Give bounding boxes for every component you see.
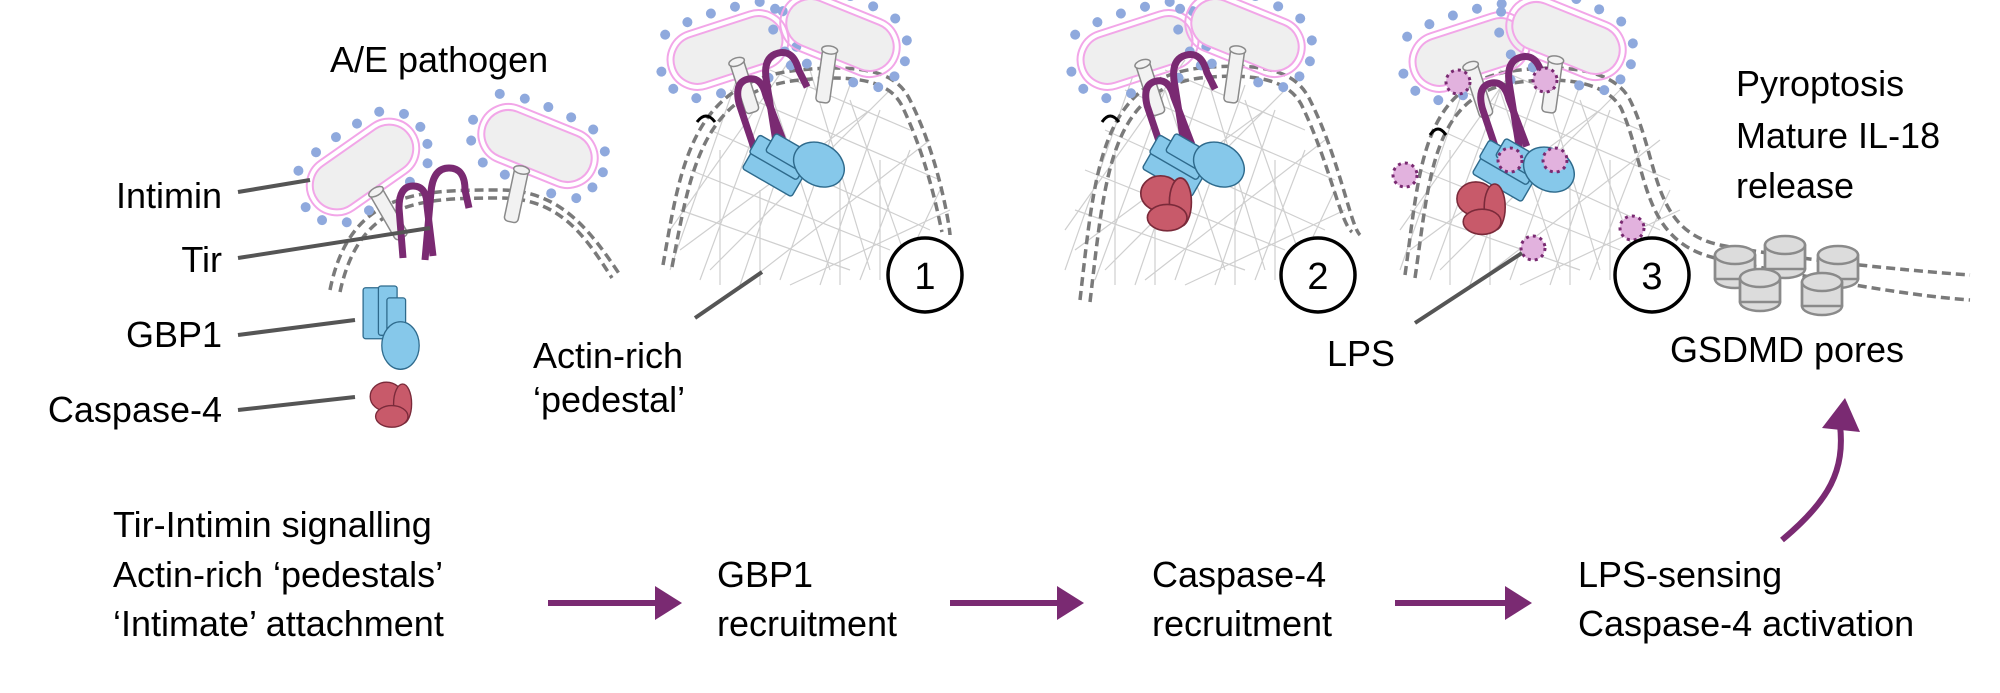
step-number-2: 2 xyxy=(1307,256,1328,298)
legend-label-tir: Tir xyxy=(181,239,222,280)
host-membrane xyxy=(661,66,952,266)
farnesyl-anchor-icon xyxy=(1428,127,1448,136)
legend-label-caspase4: Caspase-4 xyxy=(48,389,222,430)
flow-step-1-line2: Actin-rich ‘pedestals’ xyxy=(113,554,443,595)
flow-step-3: Caspase-4 recruitment xyxy=(1152,554,1332,644)
panel-step-2: 2 xyxy=(1051,0,1362,314)
lps-label: LPS xyxy=(1327,333,1395,374)
step-badge-2 xyxy=(1279,236,1357,314)
gsdmd-pores-label: GSDMD pores xyxy=(1670,329,1904,370)
legend-heading: A/E pathogen xyxy=(330,39,548,80)
flow-step-4-line1: LPS-sensing xyxy=(1578,554,1782,595)
lps-vesicle-icon xyxy=(1496,146,1524,174)
host-membrane xyxy=(1403,66,1971,277)
flow-step-1-line3: ‘Intimate’ attachment xyxy=(113,603,444,644)
farnesyl-anchor-icon xyxy=(695,114,717,123)
host-membrane xyxy=(328,188,622,291)
gsdmd-pore-icon xyxy=(1713,234,1860,317)
step-number-3: 3 xyxy=(1641,256,1662,298)
flow-arrow-icon xyxy=(950,586,1084,620)
flow-step-1: Tir-Intimin signalling Actin-rich ‘pedes… xyxy=(113,504,444,644)
legend-panel: A/E pathogen Intimin Tir GBP1 Caspase-4 xyxy=(48,39,626,430)
panel-step-1: 1 Actin-rich ‘pedestal’ xyxy=(533,0,964,420)
caspase4-icon xyxy=(1139,174,1193,232)
intimin-icon xyxy=(813,44,839,105)
flow-step-3-line2: recruitment xyxy=(1152,603,1332,644)
lps-vesicle-icon xyxy=(1531,66,1559,94)
legend-label-intimin: Intimin xyxy=(116,175,222,216)
gbp1-icon xyxy=(739,112,854,215)
flow-step-4: LPS-sensing Caspase-4 activation xyxy=(1578,554,1914,644)
flow-arrow-icon xyxy=(1395,586,1532,620)
gbp1-icon xyxy=(362,285,420,370)
caspase4-icon xyxy=(1456,181,1506,236)
caspase4-icon xyxy=(369,381,413,428)
leader-line xyxy=(237,318,356,337)
curved-arrow-icon xyxy=(1780,398,1860,543)
pedestal-label-line2: ‘pedestal’ xyxy=(533,379,685,420)
panel-step-3: 3 LPS Pyroptosis Mature IL-18 release GS… xyxy=(1327,0,1971,374)
flow-step-4-line2: Caspase-4 activation xyxy=(1578,603,1914,644)
lps-vesicle-icon xyxy=(1519,234,1547,262)
lps-vesicle-icon xyxy=(1618,214,1646,242)
step-number-1: 1 xyxy=(914,256,935,298)
flow-step-2: GBP1 recruitment xyxy=(717,554,897,644)
leader-line xyxy=(237,395,356,412)
leader-line xyxy=(1413,251,1524,325)
pedestal-label-line1: Actin-rich xyxy=(533,335,683,376)
host-membrane xyxy=(1078,64,1362,301)
lps-vesicle-icon xyxy=(1391,161,1419,189)
leader-line xyxy=(237,178,311,194)
flow-step-1-line1: Tir-Intimin signalling xyxy=(113,504,432,545)
leader-line xyxy=(693,270,764,320)
flow-arrow-icon xyxy=(548,586,682,620)
flow-step-2-line1: GBP1 xyxy=(717,554,813,595)
flow-step-3-line1: Caspase-4 xyxy=(1152,554,1326,595)
outcome-line2: Mature IL-18 xyxy=(1736,115,1940,156)
flow-step-2-line2: recruitment xyxy=(717,603,897,644)
outcome-line3: release xyxy=(1736,165,1854,206)
outcome-line1: Pyroptosis xyxy=(1736,63,1904,104)
lps-vesicle-icon xyxy=(1541,146,1569,174)
farnesyl-anchor-icon xyxy=(1100,114,1121,123)
leader-line xyxy=(237,226,431,260)
step-badge-1 xyxy=(886,236,964,314)
flow-row: Tir-Intimin signalling Actin-rich ‘pedes… xyxy=(113,398,1914,644)
step-badge-3 xyxy=(1613,236,1691,314)
bacterium-icon xyxy=(450,75,626,216)
lps-vesicle-icon xyxy=(1444,68,1472,96)
legend-label-gbp1: GBP1 xyxy=(126,314,222,355)
